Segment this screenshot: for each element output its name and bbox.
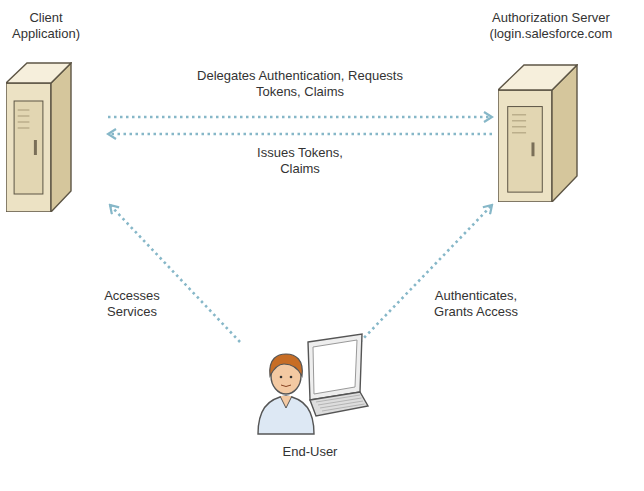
authorization-server: Authorization Server (login.salesforce.c… (498, 64, 578, 202)
client-server: Client Application) (6, 62, 72, 212)
server-icon (6, 62, 72, 212)
edge-label: Accesses Services (86, 288, 178, 320)
server-icon (498, 64, 578, 202)
dotted-connector (360, 205, 492, 342)
node-label: Authorization Server (login.salesforce.c… (468, 10, 634, 42)
edge-label: Delegates Authentication, Requests Token… (196, 68, 404, 100)
user-icon (250, 330, 370, 440)
edge-label: Authenticates, Grants Access (420, 288, 532, 320)
node-label: Client Application) (4, 10, 88, 42)
dotted-connector (108, 133, 492, 136)
dotted-connector (108, 116, 492, 119)
dotted-connector (110, 205, 240, 342)
end-user: End-User (250, 330, 370, 440)
node-label: End-User (250, 444, 370, 460)
edge-label: Issues Tokens, Claims (236, 145, 364, 177)
